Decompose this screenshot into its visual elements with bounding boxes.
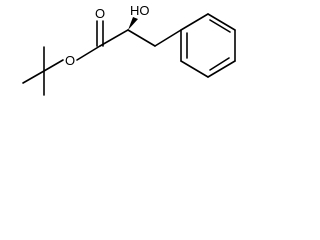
stereocenter-group <box>127 17 182 47</box>
ring-bond-4 <box>207 60 236 78</box>
ring-inner-double-1 <box>209 19 231 33</box>
carbonyl-oxygen-label: O <box>95 6 105 21</box>
bond-ch2-to-phenyl <box>154 29 182 47</box>
tert-butyl-group <box>22 46 64 96</box>
phenyl-ring <box>180 13 236 78</box>
bond-carbonyl-to-stereocenter <box>99 29 129 47</box>
ring-bond-2 <box>207 13 236 31</box>
ring-bond-5 <box>180 60 209 78</box>
bond-stereocenter-to-ch2 <box>127 29 156 47</box>
ester-group <box>76 20 129 61</box>
bond-ester-oxygen-to-carbonyl <box>76 45 101 61</box>
ester-oxygen-label: O <box>65 53 75 68</box>
bond-tbu-to-ester-oxygen <box>43 59 64 72</box>
ring-bond-1 <box>180 13 209 31</box>
hydroxyl-label: HO <box>130 3 150 18</box>
bond-tbu-methyl-left <box>22 70 45 84</box>
structural-formula: O O HO <box>22 3 236 96</box>
ring-inner-double-2 <box>209 57 230 71</box>
wedge-bond-to-hydroxyl <box>128 17 138 30</box>
